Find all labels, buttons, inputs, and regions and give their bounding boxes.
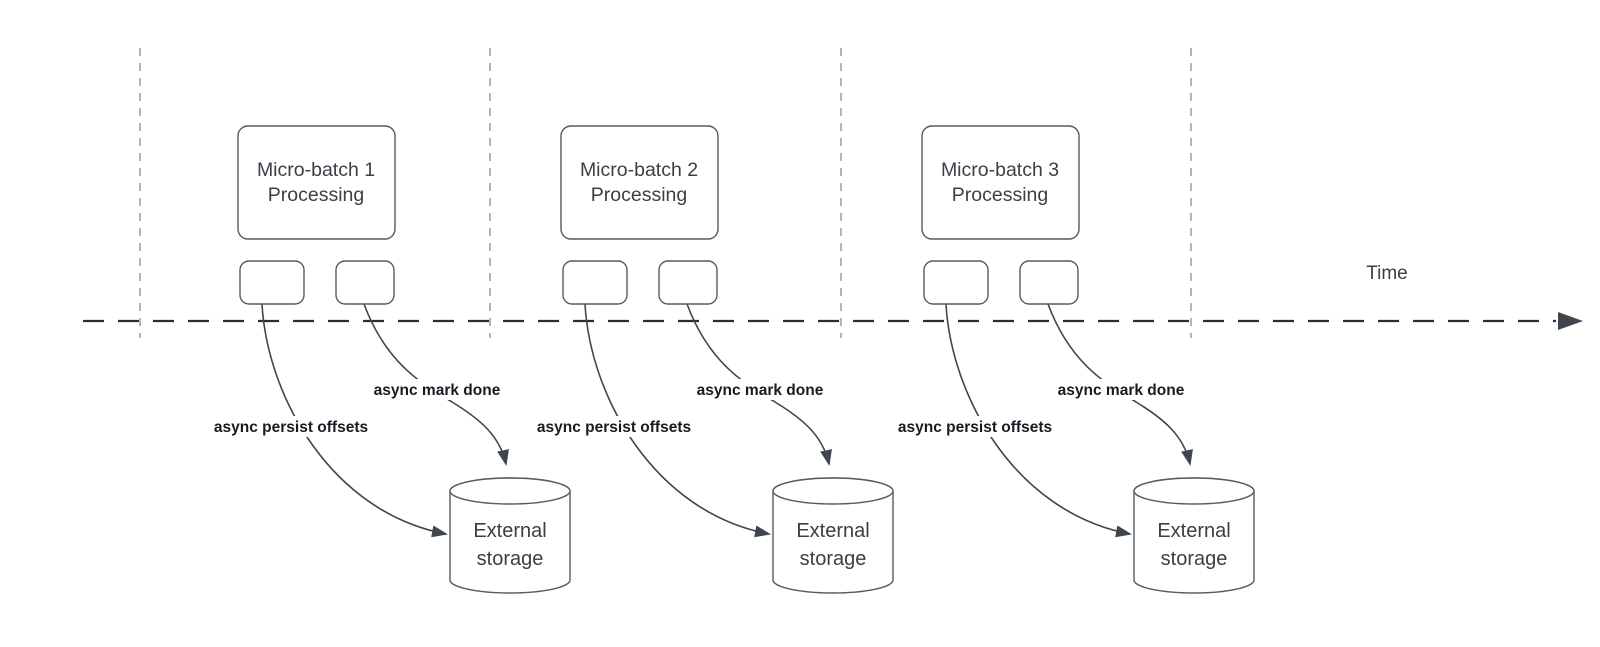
processing-box-label-line2: Processing — [952, 184, 1048, 206]
micro-batch-unit-3: Micro-batch 3 Processing External storag… — [887, 125, 1255, 594]
persist-offsets-label: async persist offsets — [898, 419, 1052, 436]
external-storage-cylinder-top — [772, 477, 894, 505]
external-storage-label-line1: External — [1157, 520, 1230, 542]
mark-done-label: async mark done — [374, 382, 501, 399]
micro-batch-unit-2: Micro-batch 2 Processing External storag… — [526, 125, 894, 594]
time-axis-label: Time — [1366, 263, 1408, 284]
persist-offsets-label-bg — [526, 416, 703, 437]
mark-done-label-bg — [1049, 379, 1194, 400]
persist-offsets-arrow — [945, 303, 1132, 538]
offset-task-box — [923, 260, 989, 305]
external-storage-cylinder-top — [1133, 477, 1255, 505]
processing-box — [921, 125, 1080, 240]
persist-offsets-arrow — [261, 303, 448, 538]
persist-offsets-label: async persist offsets — [214, 419, 368, 436]
external-storage-cylinder-top — [449, 477, 571, 505]
offset-task-box — [239, 260, 305, 305]
external-storage-label-line1: External — [796, 520, 869, 542]
persist-offsets-label: async persist offsets — [537, 419, 691, 436]
processing-box-label-line1: Micro-batch 1 — [257, 159, 375, 181]
mark-done-label: async mark done — [1058, 382, 1185, 399]
mark-done-label-bg — [688, 379, 833, 400]
external-storage-label-line2: storage — [477, 548, 544, 570]
processing-box-label-line1: Micro-batch 3 — [941, 159, 1059, 181]
processing-box-label-line1: Micro-batch 2 — [580, 159, 698, 181]
offset-task-box — [562, 260, 628, 305]
mark-done-label: async mark done — [697, 382, 824, 399]
external-storage-label-line2: storage — [800, 548, 867, 570]
mark-done-label-bg — [365, 379, 510, 400]
commit-task-box — [1019, 260, 1079, 305]
commit-task-box — [658, 260, 718, 305]
external-storage-label-line1: External — [473, 520, 546, 542]
commit-task-box — [335, 260, 395, 305]
processing-box-label-line2: Processing — [591, 184, 687, 206]
mark-done-arrow — [363, 303, 509, 466]
mark-done-arrow — [1047, 303, 1193, 466]
processing-box-label-line2: Processing — [268, 184, 364, 206]
processing-box — [237, 125, 396, 240]
processing-box — [560, 125, 719, 240]
persist-offsets-label-bg — [203, 416, 380, 437]
time-axis-arrowhead-icon — [1558, 312, 1583, 330]
mark-done-arrow — [686, 303, 832, 466]
persist-offsets-label-bg — [887, 416, 1064, 437]
external-storage-label-line2: storage — [1161, 548, 1228, 570]
persist-offsets-arrow — [584, 303, 771, 538]
micro-batch-unit-1: Micro-batch 1 Processing External storag… — [203, 125, 571, 594]
